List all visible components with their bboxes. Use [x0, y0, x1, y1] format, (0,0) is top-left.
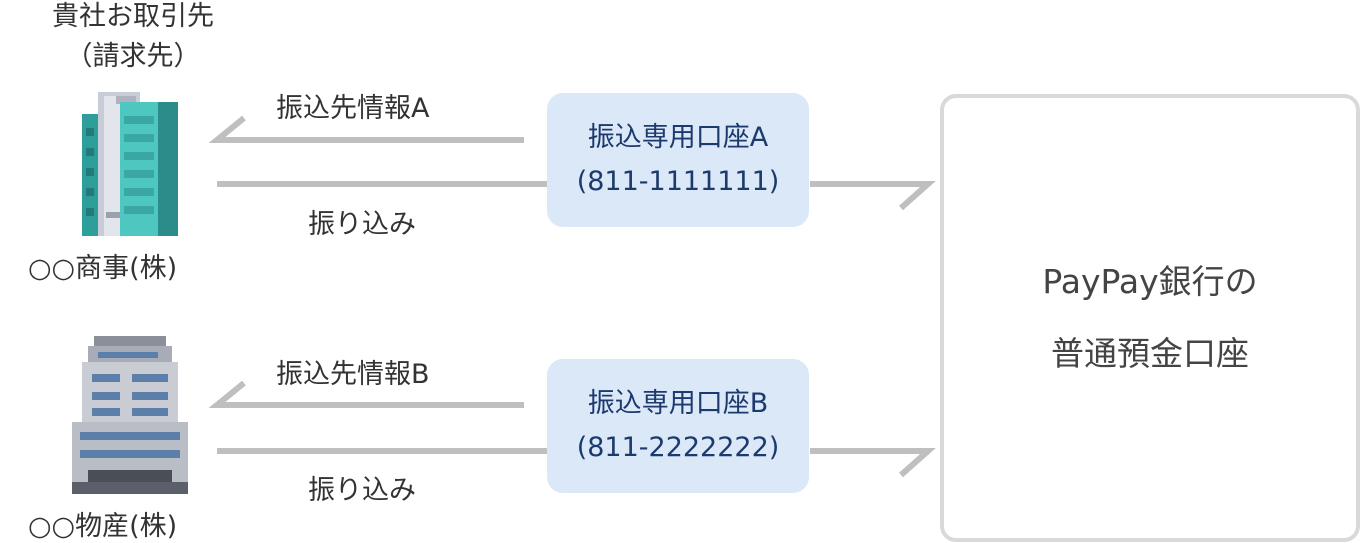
company-name-b: ○○物産(株)	[28, 511, 178, 542]
header-subtitle: （請求先）	[65, 41, 201, 72]
info-label-b: 振込先情報B	[276, 359, 430, 390]
info-arrow-b	[208, 380, 524, 408]
account-number-b: (811-2222222)	[576, 432, 780, 463]
office-building-icon	[72, 336, 188, 494]
dedicated-account-a: 振込専用口座A (811-1111111)	[547, 93, 809, 227]
bank-name: PayPay銀行の	[1042, 262, 1258, 301]
account-title-a: 振込専用口座A	[587, 122, 769, 153]
info-label-a: 振込先情報A	[276, 93, 430, 124]
transfer-arrow-a-right	[810, 181, 936, 211]
transfer-arrow-b-right	[810, 448, 936, 478]
info-arrow-a	[208, 115, 524, 143]
transfer-label-b: 振り込み	[308, 475, 416, 506]
office-tower-icon	[82, 92, 178, 236]
account-number-a: (811-1111111)	[576, 166, 780, 197]
company-name-a: ○○商事(株)	[28, 253, 178, 284]
header-title: 貴社お取引先	[52, 1, 214, 32]
bank-account-box: PayPay銀行の 普通預金口座	[940, 94, 1360, 542]
account-title-b: 振込専用口座B	[587, 388, 769, 419]
bank-account-type: 普通預金口座	[1051, 334, 1249, 373]
dedicated-account-b: 振込専用口座B (811-2222222)	[547, 359, 809, 493]
transfer-label-a: 振り込み	[308, 209, 416, 240]
